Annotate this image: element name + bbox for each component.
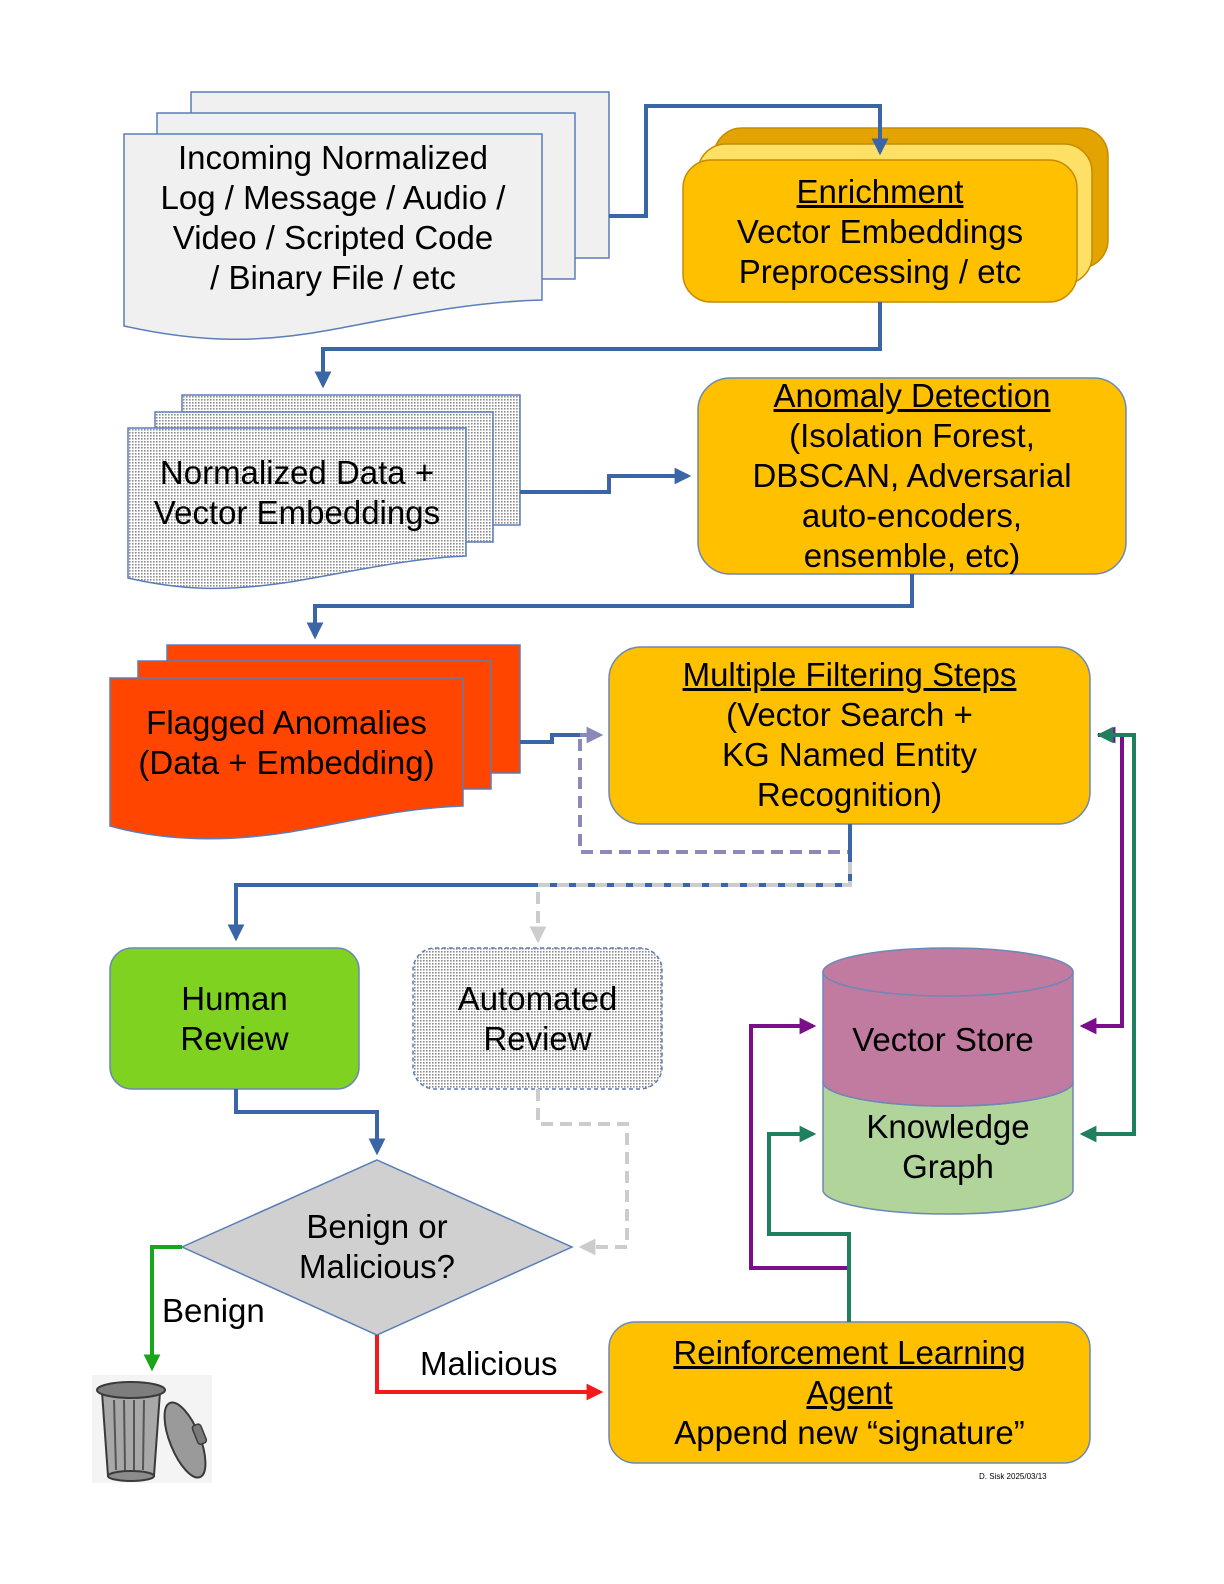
filtering-title: Multiple Filtering Steps [682, 656, 1017, 693]
decision-label: Benign or Malicious? [232, 1207, 522, 1287]
filtering-line-3: Recognition) [756, 776, 943, 813]
arrow-incoming-to-enrichment [609, 104, 889, 218]
arrow-malicious-to-rl-agent [375, 1335, 604, 1401]
enrichment-line-2: Preprocessing / etc [738, 253, 1022, 290]
anomaly-detection-line-3: auto-encoders, [801, 497, 1023, 534]
rl-agent-label: Reinforcement Learning Agent Append new … [609, 1333, 1090, 1453]
automated-review-label: Automated Review [413, 948, 662, 1089]
arrow-human-to-decision [234, 1089, 386, 1156]
incoming-line-3: Video / Scripted Code [172, 219, 494, 256]
arrow-rl-to-knowledge-graph [767, 1125, 851, 1322]
anomaly-detection-line-2: DBSCAN, Adversarial [752, 457, 1072, 494]
anomaly-detection-line-1: (Isolation Forest, [789, 417, 1035, 454]
filtering-label: Multiple Filtering Steps (Vector Search … [609, 655, 1090, 815]
enrichment-line-1: Vector Embeddings [736, 213, 1024, 250]
arrow-anomaly-to-flagged [306, 574, 914, 640]
arrow-benign-to-trash [143, 1245, 182, 1372]
rl-agent-title-line-1: Reinforcement Learning [673, 1334, 1026, 1371]
arrow-flagged-to-filtering [520, 733, 600, 744]
datastore-cylinder [822, 947, 1074, 1215]
malicious-edge-label: Malicious [420, 1345, 558, 1382]
human-review-line-1: Human [181, 979, 288, 1017]
flagged-line-1: Flagged Anomalies [146, 704, 427, 741]
arrow-normalized-to-anomaly [520, 467, 692, 494]
normalized-documents-shape [127, 394, 521, 590]
flagged-label: Flagged Anomalies (Data + Embedding) [110, 703, 463, 783]
incoming-documents-shape [123, 91, 610, 341]
anomaly-detection-label: Anomaly Detection (Isolation Forest, DBS… [698, 376, 1126, 576]
benign-edge-label: Benign [162, 1292, 265, 1329]
normalized-line-2: Vector Embeddings [153, 494, 441, 531]
anomaly-detection-title: Anomaly Detection [773, 377, 1051, 414]
flagged-anomalies-shape [109, 644, 521, 840]
filtering-line-1: (Vector Search + [726, 696, 973, 733]
enrichment-title: Enrichment [796, 173, 964, 210]
filtering-line-2: KG Named Entity [722, 736, 977, 773]
incoming-line-4: / Binary File / etc [210, 259, 456, 296]
enrichment-box-shape [682, 127, 1109, 303]
automated-review-line-2: Review [483, 1019, 592, 1057]
normalized-line-1: Normalized Data + [159, 454, 435, 491]
arrow-automated-to-decision [536, 1089, 629, 1256]
arrow-filtering-to-automated [529, 862, 852, 944]
incoming-label: Incoming Normalized Log / Message / Audi… [124, 138, 542, 298]
decision-line-2: Malicious? [299, 1248, 455, 1285]
flagged-line-2: (Data + Embedding) [138, 744, 435, 781]
human-review-line-2: Review [180, 1019, 289, 1057]
arrow-filtering-knowledge-graph [1079, 733, 1136, 1143]
arrow-filtering-to-human [227, 824, 852, 942]
automated-review-box [412, 947, 663, 1090]
rl-agent-line-1: Append new “signature” [674, 1414, 1025, 1451]
arrow-filtering-loop [578, 737, 852, 854]
vector-store-label: Vector Store [823, 1020, 1063, 1060]
decision-line-1: Benign or [306, 1208, 448, 1245]
knowledge-graph-label: Knowledge Graph [823, 1107, 1073, 1187]
enrichment-label: Enrichment Vector Embeddings Preprocessi… [683, 172, 1077, 292]
author-credit: D. Sisk 2025/03/13 [979, 1472, 1047, 1481]
arrow-enrichment-to-normalized [314, 302, 882, 389]
anomaly-detection-line-4: ensemble, etc) [803, 537, 1021, 574]
incoming-line-1: Incoming Normalized [178, 139, 488, 176]
normalized-label: Normalized Data + Vector Embeddings [128, 453, 466, 533]
knowledge-graph-line-1: Knowledge [866, 1108, 1030, 1145]
human-review-label: Human Review [110, 948, 359, 1089]
incoming-line-2: Log / Message / Audio / [160, 179, 506, 216]
vector-store-text: Vector Store [852, 1021, 1034, 1058]
trash-can-icon [92, 1375, 212, 1483]
automated-review-line-1: Automated [457, 979, 618, 1017]
knowledge-graph-line-2: Graph [902, 1148, 994, 1185]
rl-agent-title-line-2: Agent [806, 1374, 893, 1411]
